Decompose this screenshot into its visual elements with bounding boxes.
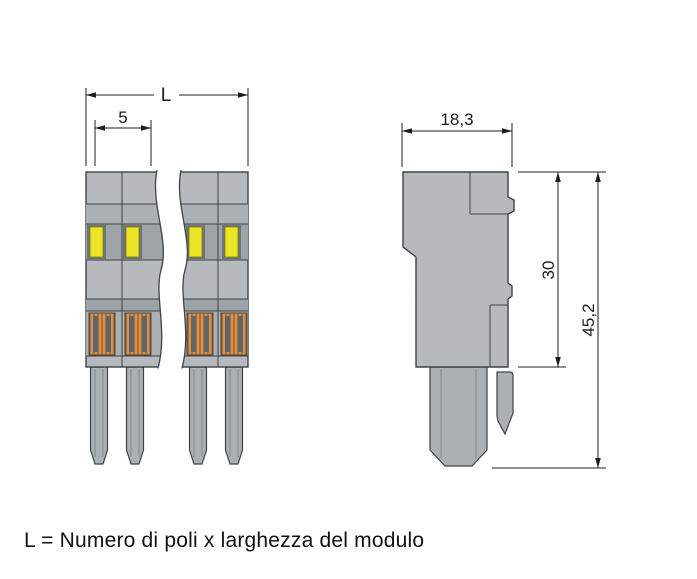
arrowhead bbox=[141, 125, 151, 131]
caption: L = Numero di poli x larghezza del modul… bbox=[24, 529, 425, 552]
front-view bbox=[85, 169, 249, 465]
side-housing bbox=[402, 171, 515, 368]
contact-slot bbox=[124, 312, 152, 356]
arrowhead bbox=[502, 128, 512, 134]
arrowhead bbox=[595, 458, 601, 468]
contact-slot bbox=[220, 312, 248, 356]
dimension-label: L bbox=[161, 85, 172, 106]
side-latch bbox=[496, 371, 514, 436]
contact-slot bbox=[186, 312, 214, 356]
dimension-label: 30 bbox=[539, 261, 558, 280]
arrowhead bbox=[402, 128, 412, 134]
dimension-label: 18,3 bbox=[440, 110, 473, 129]
connector-pin bbox=[224, 366, 244, 465]
lever-yellow bbox=[86, 223, 107, 261]
break-line bbox=[154, 169, 165, 369]
lever-yellow bbox=[122, 223, 143, 261]
arrowhead bbox=[555, 357, 561, 367]
arrowhead bbox=[238, 92, 248, 98]
side-view bbox=[402, 171, 515, 467]
dimension-total-height: 45,2 bbox=[492, 172, 606, 469]
dimension-pole-pitch: 5 bbox=[94, 108, 152, 166]
arrowhead bbox=[555, 172, 561, 182]
arrowhead bbox=[595, 172, 601, 182]
dimension-depth: 18,3 bbox=[401, 110, 513, 167]
break-line bbox=[178, 169, 189, 369]
side-pin bbox=[429, 366, 488, 467]
label-background bbox=[154, 84, 179, 106]
lever-yellow bbox=[221, 223, 242, 261]
arrowhead bbox=[95, 125, 105, 131]
connector-pin bbox=[89, 366, 109, 465]
dimension-body-height: 30 bbox=[518, 171, 606, 368]
dimension-label: 45,2 bbox=[579, 303, 598, 336]
connector-pin bbox=[125, 366, 145, 465]
dimension-total-length: L bbox=[85, 84, 249, 166]
contact-slot bbox=[88, 312, 116, 356]
connector-pin bbox=[188, 366, 208, 465]
lever-yellow bbox=[185, 223, 206, 261]
dimension-label: 5 bbox=[118, 108, 127, 127]
arrowhead bbox=[86, 92, 96, 98]
break-gap bbox=[155, 170, 188, 370]
